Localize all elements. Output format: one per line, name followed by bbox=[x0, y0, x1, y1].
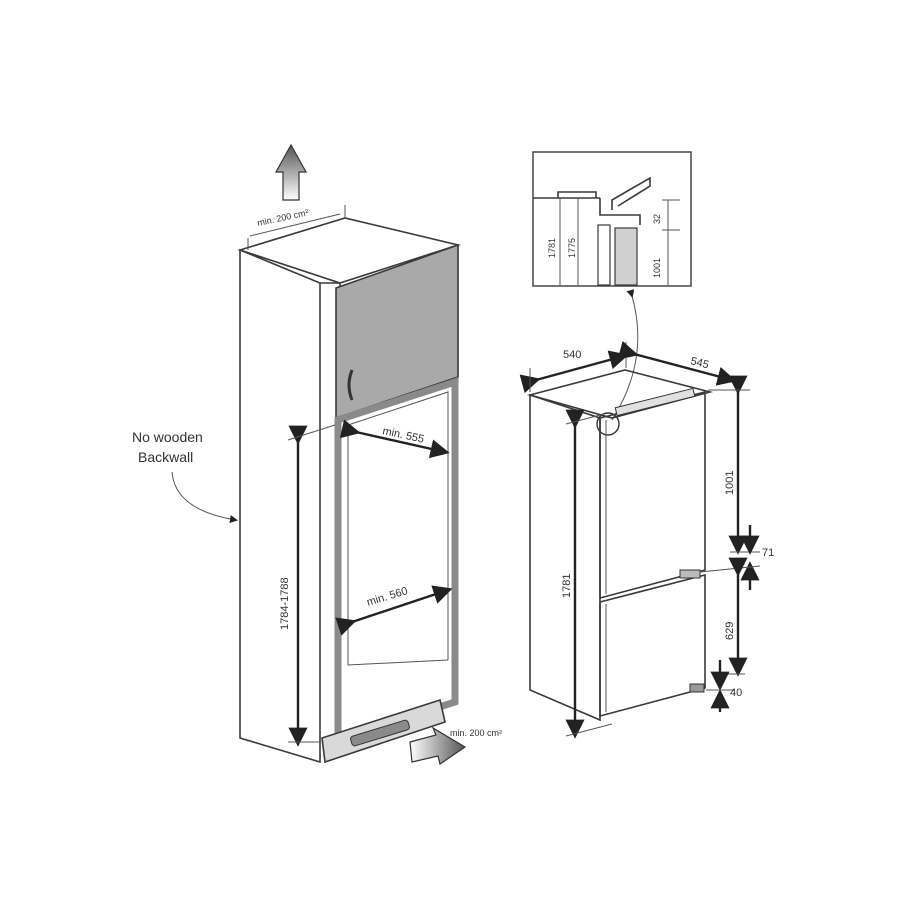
detail-hinge-top bbox=[557, 191, 597, 198]
detail-label-1775: 1775 bbox=[567, 238, 577, 258]
bottom-vent-label: min. 200 cm² bbox=[450, 728, 502, 738]
fridge-upper-door bbox=[599, 390, 706, 600]
plinth-vent-grille bbox=[350, 719, 410, 747]
fridge-height-label: 1781 bbox=[561, 574, 573, 598]
detail-appliance-top bbox=[614, 227, 638, 286]
detail-hinge-arm bbox=[611, 176, 651, 210]
fridge-lower-door bbox=[599, 573, 706, 718]
fridge-width-dimension bbox=[519, 350, 629, 394]
fridge-top-rail bbox=[614, 387, 696, 417]
detail-label-32: 32 bbox=[652, 214, 662, 224]
detail-door-edge bbox=[597, 224, 611, 286]
fridge-side-panel bbox=[529, 393, 601, 722]
niche-height-label: 1784-1788 bbox=[279, 577, 291, 630]
niche-back-edge bbox=[347, 391, 449, 660]
top-vent-label: min. 200 cm² bbox=[256, 207, 309, 228]
backwall-pointer-arrow bbox=[171, 471, 238, 523]
no-backwall-label-line1: No wooden bbox=[132, 429, 203, 445]
detail-callout-circle bbox=[596, 412, 620, 436]
fridge-foot bbox=[689, 683, 705, 693]
no-backwall-label-line2: Backwall bbox=[138, 449, 193, 465]
top-vent-dim-line bbox=[249, 213, 341, 237]
fridge-drawing bbox=[526, 369, 714, 722]
gap-label: 71 bbox=[762, 547, 774, 559]
left-arrow-icon bbox=[409, 726, 467, 765]
cabinet-drawing bbox=[237, 205, 461, 764]
fridge-height-top-tick bbox=[565, 413, 605, 425]
min-depth-dimension bbox=[339, 419, 450, 459]
door-connector bbox=[679, 569, 701, 579]
min-width-dimension bbox=[335, 585, 453, 636]
lower-door-label: 629 bbox=[724, 622, 736, 640]
detail-label-1001: 1001 bbox=[652, 258, 662, 278]
upper-cabinet-door bbox=[335, 243, 459, 420]
door-handle-icon bbox=[347, 369, 354, 401]
detail-hinge-body bbox=[599, 198, 641, 225]
up-arrow-icon bbox=[274, 143, 308, 201]
fridge-height-bottom-tick bbox=[565, 723, 613, 737]
fridge-depth-dimension bbox=[617, 341, 737, 386]
bottom-vent-arrow bbox=[409, 726, 467, 765]
bottom-label: 40 bbox=[730, 687, 742, 699]
niche-height-top-tick bbox=[287, 424, 336, 441]
hinge-detail-box: 1781 1775 32 1001 bbox=[532, 151, 692, 287]
detail-frame bbox=[532, 151, 692, 287]
fridge-width-label: 540 bbox=[563, 349, 581, 361]
top-vent-arrow bbox=[274, 143, 308, 201]
cabinet-side-panel bbox=[239, 248, 321, 764]
fridge-depth-label: 545 bbox=[689, 355, 710, 371]
detail-label-1781: 1781 bbox=[547, 238, 557, 258]
niche-floor-edge bbox=[347, 425, 449, 666]
upper-door-label: 1001 bbox=[724, 471, 736, 495]
